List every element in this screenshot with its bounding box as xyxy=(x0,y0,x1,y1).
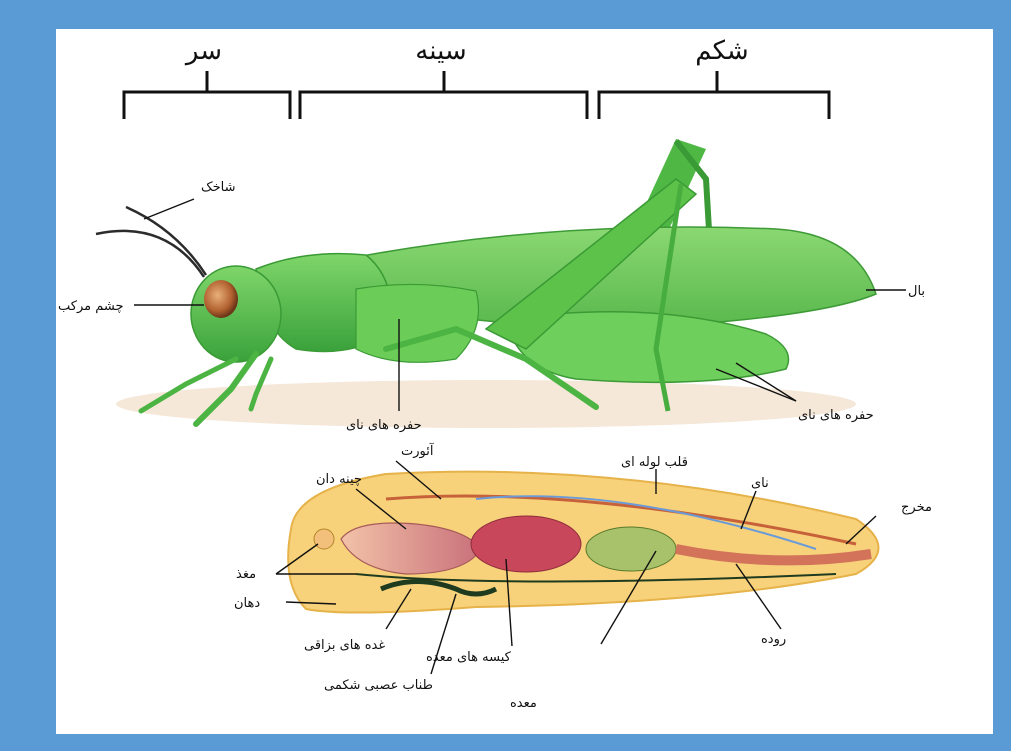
segment-head-label: سر xyxy=(184,36,222,66)
segment-brackets xyxy=(124,71,829,119)
label-trachea: نای xyxy=(751,476,769,491)
label-wing: بال xyxy=(908,284,925,299)
label-ventral-nerve-cord: طناب عصبی شکمی xyxy=(324,678,433,693)
compound-eye xyxy=(204,280,238,318)
grasshopper-anatomy-diagram: سر سینه شکم شا xyxy=(56,29,993,734)
thorax-bracket xyxy=(300,92,587,119)
label-brain: مغذ xyxy=(236,567,256,582)
label-stomach: معده xyxy=(510,696,537,711)
segment-abdomen-label: شکم xyxy=(695,36,748,66)
label-spiracles-abdomen: حفره های نای xyxy=(798,408,874,423)
grasshopper-internal-anatomy xyxy=(288,472,878,613)
label-mouth: دهان xyxy=(234,596,260,611)
segment-thorax-label: سینه xyxy=(415,36,466,66)
label-salivary-glands: غده های بزاقی xyxy=(304,638,385,653)
label-tubular-heart: قلب لوله ای xyxy=(621,455,688,470)
abdomen-bracket xyxy=(599,92,829,119)
head-bracket xyxy=(124,92,290,119)
diagram-canvas: سر سینه شکم شا xyxy=(56,29,993,734)
label-antenna: شاخک xyxy=(201,180,236,195)
label-anus: مخرج xyxy=(901,500,932,515)
label-gastric-caeca: کیسه های معده xyxy=(426,650,512,665)
label-compound-eye: چشم مرکب xyxy=(58,299,124,314)
label-crop: چینه دان xyxy=(316,472,362,487)
label-spiracles-thorax: حفره های نای xyxy=(346,418,422,433)
label-aorta: آئورت xyxy=(401,442,435,459)
label-intestine: روده xyxy=(761,632,786,647)
